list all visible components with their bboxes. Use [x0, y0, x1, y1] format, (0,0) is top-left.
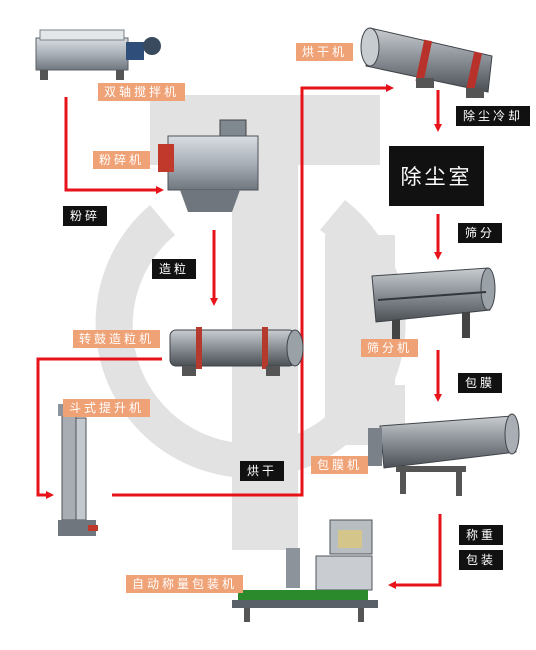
dryer-step-label: 烘干: [240, 461, 285, 481]
screening-step-label: 筛分: [458, 223, 503, 243]
dryer-machine-image: [360, 27, 493, 98]
arrow-granulator-to-elevator: [36, 357, 162, 499]
weighing-step-label: 称重: [459, 525, 504, 545]
elevator-machine-image: [58, 404, 98, 536]
granulate-step-label: 造粒: [152, 259, 197, 279]
coating-step-label: 包膜: [458, 373, 503, 393]
granulator-machine-image: [169, 327, 304, 376]
rotary-drum-granulator-label: 转鼓造粒机: [73, 330, 161, 348]
auto-packing-machine-label: 自动称量包装机: [126, 575, 244, 593]
crush-step-label: 粉碎: [63, 206, 108, 226]
coating-machine-label: 包膜机: [311, 456, 369, 474]
dust-room-box: 除尘室: [389, 146, 484, 206]
arrow-elevator-to-dryer: [112, 84, 394, 497]
dual-shaft-mixer-label: 双轴搅拌机: [98, 83, 186, 101]
crusher-machine-image: [158, 119, 259, 212]
dryer-label: 烘干机: [296, 43, 354, 61]
arrow-coating-to-packing: [388, 514, 442, 589]
packing-step-label: 包装: [459, 550, 504, 570]
dust-cooling-step-label: 除尘冷却: [456, 106, 531, 126]
arrow-mixer-to-crusher: [64, 97, 164, 194]
flow-arrows: [36, 84, 442, 589]
mixer-machine-image: [35, 29, 161, 80]
screener-machine-image: [371, 267, 496, 342]
packing-machine-image: [232, 519, 378, 622]
screener-label: 筛分机: [361, 339, 419, 357]
bucket-elevator-label: 斗式提升机: [63, 399, 151, 417]
crusher-label: 粉碎机: [93, 151, 151, 169]
coating-machine-image: [368, 413, 520, 496]
